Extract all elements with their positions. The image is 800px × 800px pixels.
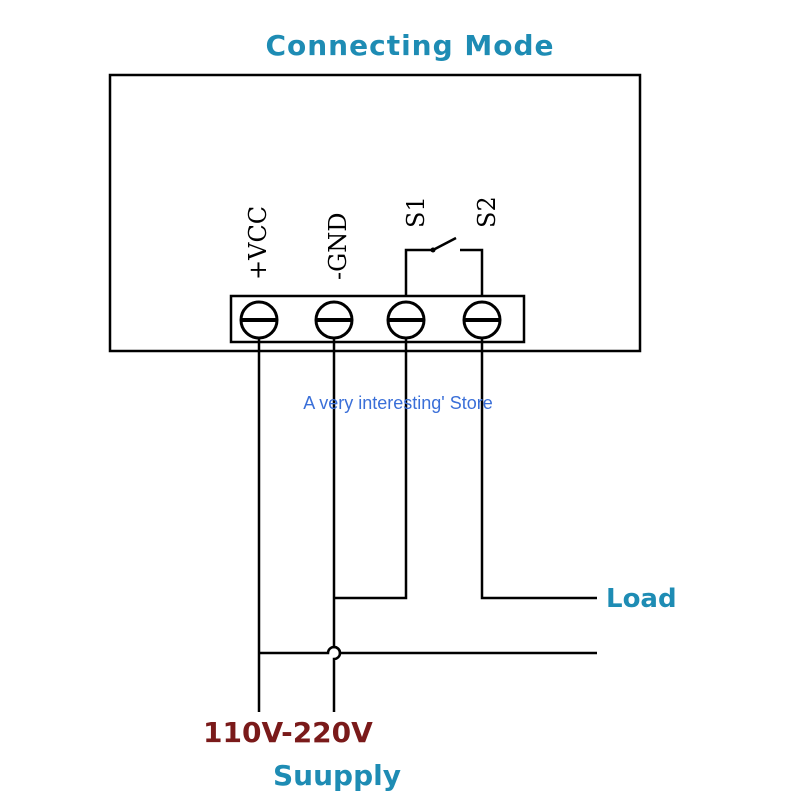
- terminal-label-s2: S2: [473, 196, 501, 228]
- wire-load-return: [259, 645, 597, 655]
- terminal-screw-s1: [386, 300, 426, 340]
- wire-s1: [334, 338, 408, 600]
- store-watermark: A very interesting' Store: [303, 393, 493, 413]
- terminal-label-vcc: +VCC: [244, 206, 272, 280]
- wire-s2-load: [480, 338, 597, 600]
- supply-label: Suupply: [273, 759, 401, 792]
- diagram-title: Connecting Mode: [265, 29, 554, 62]
- terminal-screw-gnd: [314, 300, 354, 340]
- terminal-screw-s2: [462, 300, 502, 340]
- switch-contact: [404, 236, 484, 297]
- terminal-screw-vcc: [239, 300, 279, 340]
- voltage-label: 110V-220V: [203, 716, 373, 749]
- terminal-label-gnd: -GND: [324, 212, 352, 280]
- terminal-label-s1: S1: [402, 196, 430, 228]
- load-label: Load: [606, 584, 677, 614]
